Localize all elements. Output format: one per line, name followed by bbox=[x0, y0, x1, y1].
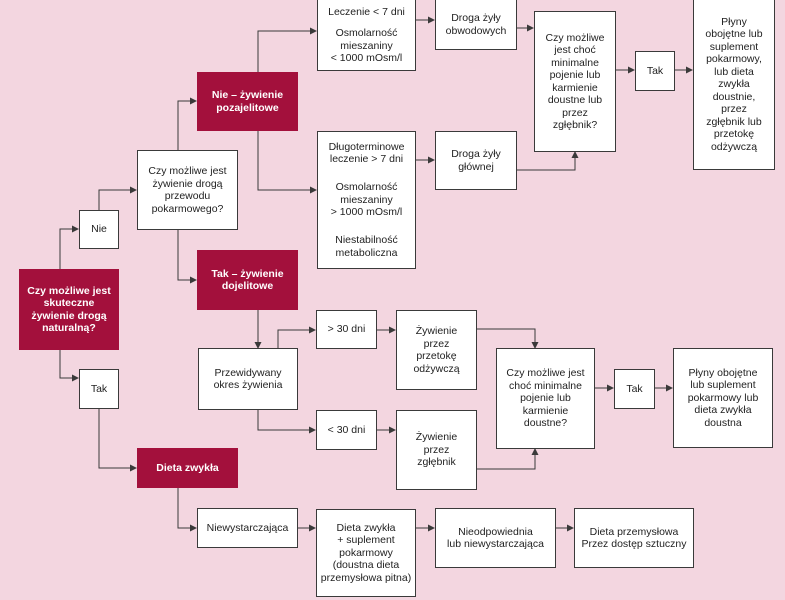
arrow-to-parenteral bbox=[177, 97, 197, 150]
enteral-box: Tak – żywienie dojelitowe bbox=[197, 250, 298, 310]
diet-supplement-box: Dieta zwykła + suplement pokarmowy (dous… bbox=[316, 509, 416, 597]
over-30-days-box: > 30 dni bbox=[316, 310, 377, 349]
nie-label-box: Nie bbox=[79, 210, 119, 249]
start-question-box: Czy możliwe jest skuteczne żywienie drog… bbox=[19, 269, 119, 350]
arrow-start-tak bbox=[59, 350, 79, 382]
long-term-osmolarity: Osmolarność mieszaniny > 1000 mOsm/l bbox=[330, 181, 403, 219]
under-30-days-box: < 30 dni bbox=[316, 410, 377, 450]
arrow-to-short-term bbox=[257, 27, 317, 72]
insufficient-box: Niewystarczająca bbox=[197, 508, 298, 548]
fistula-feeding-box: Żywienie przez przetokę odżywczą bbox=[396, 310, 477, 390]
parenteral-box: Nie – żywienie pozajelitowe bbox=[197, 72, 298, 131]
oral-question-bottom-box: Czy możliwe jest choć minimalne pojenie … bbox=[496, 348, 595, 449]
long-term-instability: Niestabilność metaboliczna bbox=[335, 234, 398, 259]
tak-bottom-box: Tak bbox=[614, 369, 655, 409]
arrow-to-enteral bbox=[177, 230, 197, 284]
tak-label-box: Tak bbox=[79, 369, 119, 409]
tube-question-box: Czy możliwe jest żywienie drogą przewodu… bbox=[137, 150, 238, 230]
oral-question-top-box: Czy możliwe jest choć minimalne pojenie … bbox=[534, 11, 616, 152]
liquids-bottom-box: Płyny obojętne lub suplement pokarmowy l… bbox=[673, 348, 773, 448]
central-vein-box: Droga żyły głównej bbox=[435, 131, 517, 190]
arrow-to-under30 bbox=[257, 410, 316, 434]
industrial-diet-box: Dieta przemysłowa Przez dostęp sztuczny bbox=[574, 508, 694, 568]
arrow-tak-to-diet bbox=[98, 409, 137, 472]
regular-diet-box: Dieta zwykła bbox=[137, 448, 238, 488]
short-term-box: Leczenie < 7 dni Osmolarność mieszaniny … bbox=[317, 0, 416, 71]
liquids-top-box: Płyny obojętne lub suplement pokarmowy, … bbox=[693, 0, 775, 170]
short-term-osmolarity: Osmolarność mieszaniny < 1000 mOsm/l bbox=[330, 27, 403, 64]
arrow-diet-to-insufficient bbox=[177, 488, 197, 532]
arrow-nie-tube-question bbox=[98, 186, 137, 210]
arrow-to-over30 bbox=[277, 326, 316, 348]
arrow-start-nie bbox=[59, 225, 79, 269]
tube-feeding-box: Żywienie przez zgłębnik bbox=[396, 410, 477, 490]
tak-top-box: Tak bbox=[635, 51, 675, 91]
arrow-central-to-question bbox=[517, 151, 579, 171]
arrow-to-long-term bbox=[257, 131, 317, 194]
arrow-fistula-to-question bbox=[477, 328, 539, 349]
long-term-duration: Długoterminowe leczenie > 7 dni bbox=[328, 140, 405, 166]
arrow-tube-to-question bbox=[477, 448, 539, 470]
inadequate-box: Nieodpowiednia lub niewystarczająca bbox=[435, 508, 556, 568]
feeding-period-box: Przewidywany okres żywienia bbox=[198, 348, 298, 410]
peripheral-vein-box: Droga żyły obwodowych bbox=[435, 0, 517, 50]
short-term-duration: Leczenie < 7 dni bbox=[328, 5, 405, 18]
long-term-box: Długoterminowe leczenie > 7 dni Osmolarn… bbox=[317, 131, 416, 269]
